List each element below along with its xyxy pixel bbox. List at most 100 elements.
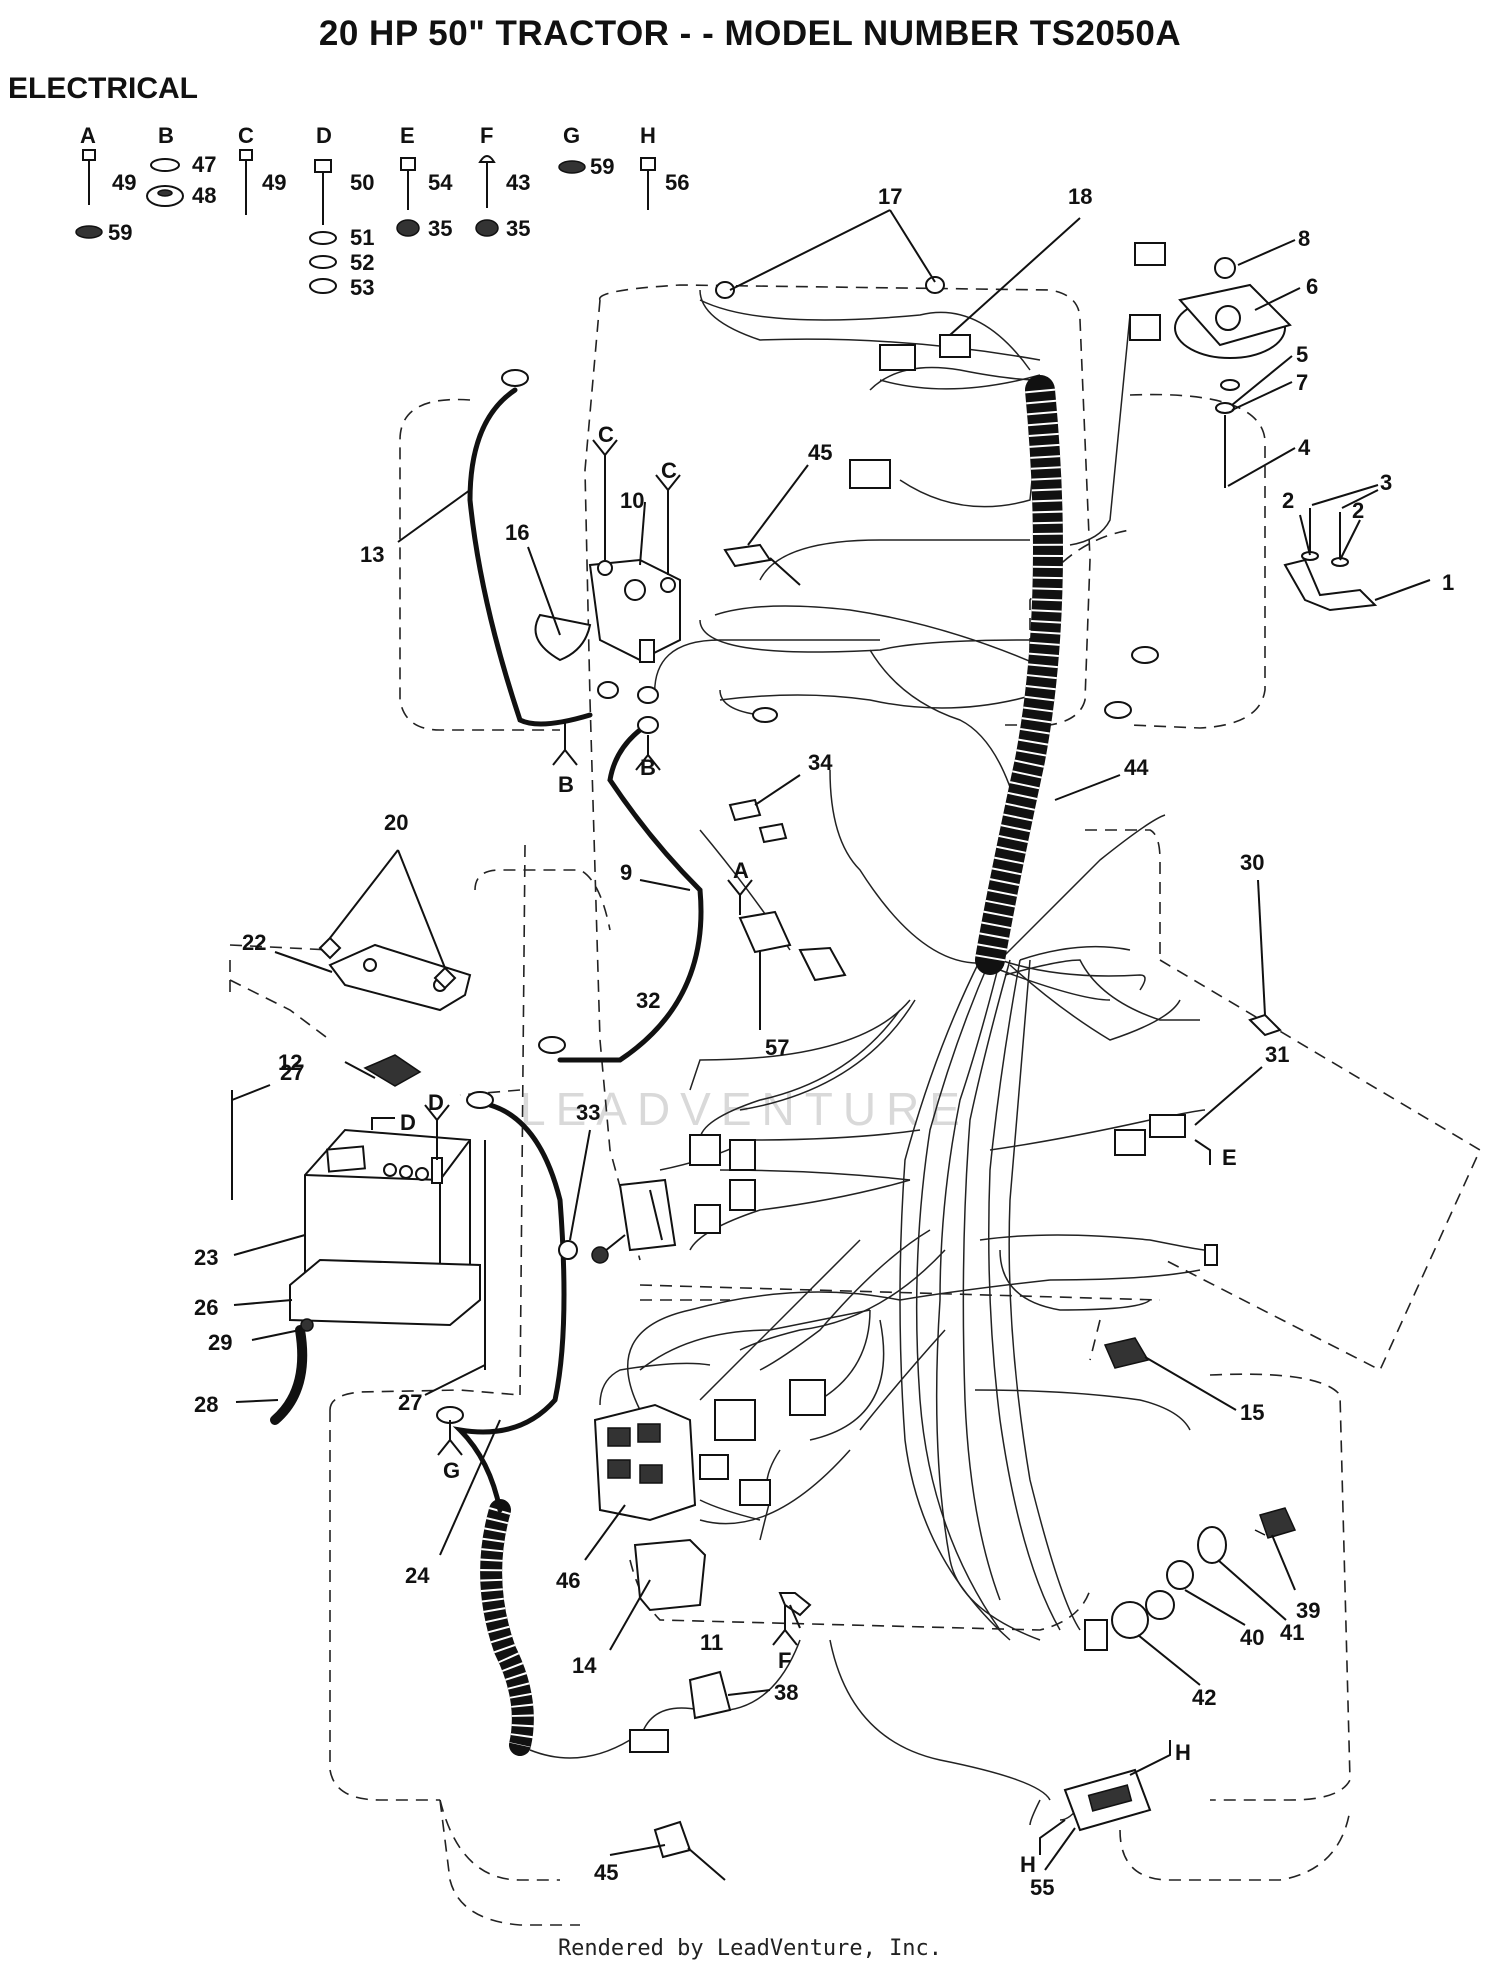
svg-text:43: 43 <box>506 170 530 195</box>
svg-text:10: 10 <box>620 488 644 513</box>
svg-text:H: H <box>1175 1740 1191 1765</box>
svg-text:42: 42 <box>1192 1685 1216 1710</box>
svg-text:G: G <box>563 123 580 148</box>
svg-text:D: D <box>316 123 332 148</box>
svg-text:49: 49 <box>112 170 136 195</box>
svg-text:5: 5 <box>1296 342 1308 367</box>
svg-text:45: 45 <box>594 1860 618 1885</box>
harness-connectors <box>629 314 1218 1753</box>
terminal-30 <box>1248 1013 1282 1037</box>
svg-text:59: 59 <box>590 154 614 179</box>
svg-text:47: 47 <box>192 152 216 177</box>
svg-text:24: 24 <box>405 1563 430 1588</box>
svg-text:53: 53 <box>350 275 374 300</box>
svg-text:9: 9 <box>620 860 632 885</box>
svg-text:45: 45 <box>808 440 832 465</box>
svg-text:46: 46 <box>556 1568 580 1593</box>
svg-text:56: 56 <box>665 170 689 195</box>
cable-9 <box>557 727 704 1063</box>
page-title: 20 HP 50" TRACTOR - - MODEL NUMBER TS205… <box>318 14 1182 53</box>
svg-text:F: F <box>778 1648 791 1673</box>
hour-meter <box>1063 1768 1152 1832</box>
svg-text:12: 12 <box>278 1050 302 1075</box>
switch-38 <box>688 1670 732 1720</box>
connector-34 <box>728 798 788 844</box>
svg-text:38: 38 <box>774 1680 798 1705</box>
svg-text:18: 18 <box>1068 184 1092 209</box>
svg-text:35: 35 <box>428 216 452 241</box>
svg-text:55: 55 <box>1030 1875 1054 1900</box>
module-14 <box>633 1538 707 1612</box>
svg-text:3: 3 <box>1380 470 1392 495</box>
svg-text:30: 30 <box>1240 850 1264 875</box>
cable-24-lead <box>452 1102 567 1513</box>
svg-text:G: G <box>443 1458 460 1483</box>
svg-text:27: 27 <box>280 1060 304 1085</box>
svg-text:17: 17 <box>878 184 902 209</box>
svg-text:41: 41 <box>1280 1620 1304 1645</box>
control-module <box>593 1403 729 1522</box>
svg-text:51: 51 <box>350 225 374 250</box>
svg-text:57: 57 <box>765 1035 789 1060</box>
svg-text:7: 7 <box>1296 370 1308 395</box>
svg-text:H: H <box>1020 1852 1036 1877</box>
ground-terminal <box>778 1592 812 1617</box>
svg-text:C: C <box>661 458 677 483</box>
svg-text:F: F <box>480 123 493 148</box>
svg-text:59: 59 <box>108 220 132 245</box>
svg-text:28: 28 <box>194 1392 218 1417</box>
relay <box>738 910 847 982</box>
svg-text:54: 54 <box>428 170 453 195</box>
svg-text:15: 15 <box>1240 1400 1264 1425</box>
wing-nuts <box>318 936 457 990</box>
conduit-44 <box>975 375 1063 975</box>
svg-text:35: 35 <box>506 216 530 241</box>
footer-credit: Rendered by LeadVenture, Inc. <box>557 1936 943 1961</box>
leader-lines <box>231 209 1431 1871</box>
svg-text:4: 4 <box>1298 435 1311 460</box>
watermark: LEADVENTURE <box>520 1083 970 1135</box>
svg-text:A: A <box>80 123 96 148</box>
svg-text:C: C <box>598 422 614 447</box>
svg-text:14: 14 <box>572 1653 597 1678</box>
holddown-pad <box>363 1054 422 1087</box>
svg-text:32: 32 <box>636 988 660 1013</box>
svg-text:34: 34 <box>808 750 833 775</box>
bezel-41 <box>1197 1526 1227 1564</box>
svg-text:16: 16 <box>505 520 529 545</box>
svg-text:E: E <box>1222 1145 1237 1170</box>
bracket <box>1283 558 1378 612</box>
svg-text:13: 13 <box>360 542 384 567</box>
svg-text:D: D <box>428 1090 444 1115</box>
svg-text:E: E <box>400 123 415 148</box>
svg-text:48: 48 <box>192 183 216 208</box>
ignition-switch <box>1111 1590 1175 1639</box>
rocker-switch <box>1103 1337 1150 1369</box>
svg-text:44: 44 <box>1124 755 1149 780</box>
drain-hose <box>270 1325 308 1425</box>
svg-text:31: 31 <box>1265 1042 1289 1067</box>
svg-text:6: 6 <box>1306 274 1318 299</box>
svg-text:B: B <box>558 772 574 797</box>
battery-holddown <box>328 943 472 1012</box>
nut-33 <box>558 1240 578 1260</box>
cable-tie-45a <box>723 543 801 586</box>
washer-5-7 <box>1215 402 1235 414</box>
callout-numbers: 1 2 2 3 4 5 6 7 8 9 10 11 12 13 14 15 16… <box>194 184 1454 1900</box>
battery <box>304 1128 471 1297</box>
svg-text:50: 50 <box>350 170 374 195</box>
svg-text:22: 22 <box>242 930 266 955</box>
svg-text:27: 27 <box>398 1390 422 1415</box>
svg-text:1: 1 <box>1442 570 1454 595</box>
hardware-legend <box>75 149 656 294</box>
svg-text:8: 8 <box>1298 226 1310 251</box>
battery-tray <box>289 1258 481 1327</box>
svg-text:B: B <box>158 123 174 148</box>
svg-text:2: 2 <box>1282 488 1294 513</box>
svg-text:29: 29 <box>208 1330 232 1355</box>
svg-text:26: 26 <box>194 1295 218 1320</box>
svg-text:49: 49 <box>262 170 286 195</box>
terminal-boot <box>534 613 592 662</box>
svg-text:52: 52 <box>350 250 374 275</box>
